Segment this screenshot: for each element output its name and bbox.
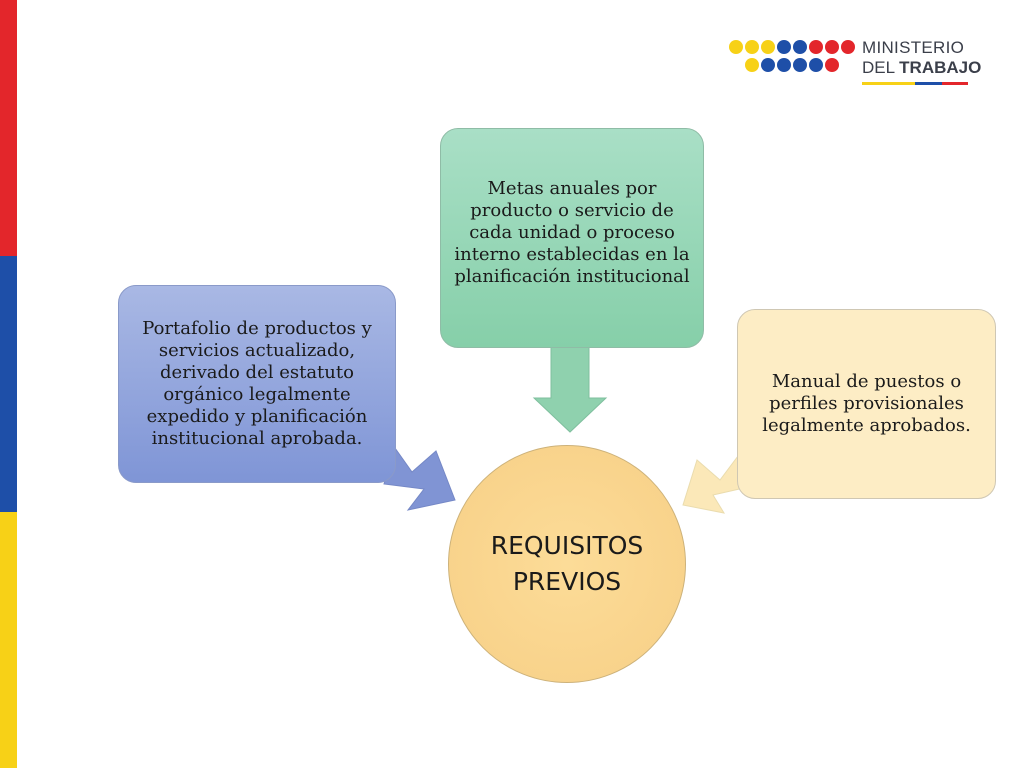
ministerio-logo: MINISTERIO DEL TRABAJO [728,38,998,92]
logo-underline [862,82,968,85]
box-manual: Manual de puestos o perfiles provisional… [737,309,996,499]
logo-dots-icon [729,40,855,72]
logo-line-2: DEL TRABAJO [862,58,981,78]
center-requisitos-text: REQUISITOS PREVIOS [490,531,644,596]
box-manual-text: Manual de puestos o perfiles provisional… [762,371,971,436]
logo-line-1: MINISTERIO [862,38,965,57]
box-metas-text: Metas anuales por producto o servicio de… [454,178,690,287]
flag-stripe [0,0,17,768]
center-requisitos: REQUISITOS PREVIOS [448,445,686,683]
logo-line-2a: DEL [862,58,900,77]
arrow-top [532,346,608,433]
logo-wordmark: MINISTERIO DEL TRABAJO [862,38,981,78]
flag-blue-band [0,256,17,512]
box-metas: Metas anuales por producto o servicio de… [440,128,704,348]
flag-red-band [0,0,17,256]
arrow-right [682,454,745,514]
box-portafolio: Portafolio de productos y servicios actu… [118,285,396,483]
flag-yellow-band [0,512,17,768]
box-portafolio-text: Portafolio de productos y servicios actu… [142,318,372,449]
logo-line-2b: TRABAJO [899,58,982,77]
arrow-left [383,446,456,511]
